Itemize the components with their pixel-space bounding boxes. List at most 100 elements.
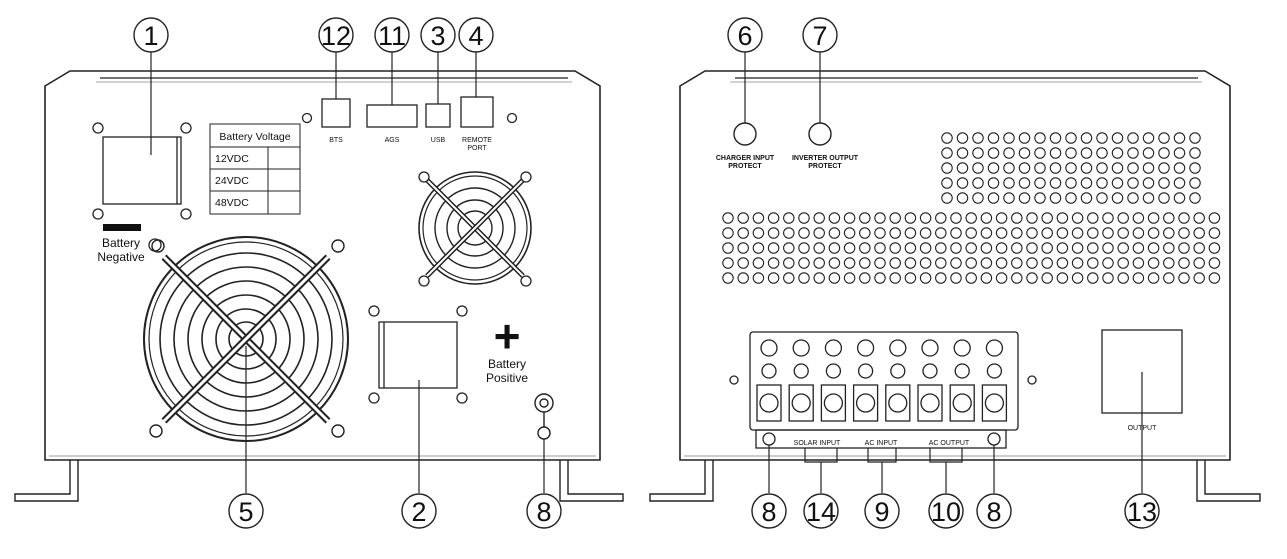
battery-voltage-header: Battery Voltage: [219, 131, 290, 143]
vent-hole: [972, 192, 984, 204]
terminal-block: [729, 331, 1037, 449]
vent-hole: [752, 242, 765, 254]
vent-hole: [1096, 147, 1108, 159]
vent-hole: [813, 242, 825, 254]
battery-negative-label-line1: Battery: [102, 236, 140, 250]
vent-hole: [1026, 212, 1038, 224]
vent-hole: [1080, 177, 1093, 189]
vent-hole: [919, 272, 932, 284]
vent-hole: [1208, 257, 1221, 269]
vent-hole: [941, 177, 953, 189]
vent-hole: [1102, 227, 1114, 239]
vent-hole: [1163, 212, 1175, 224]
svg-text:8: 8: [536, 497, 551, 527]
vent-hole: [1189, 162, 1201, 174]
screw-icon: [301, 112, 313, 124]
vent-hole: [1178, 212, 1190, 224]
vent-hole: [1193, 212, 1205, 224]
vent-hole: [1142, 192, 1155, 204]
battery-voltage-table: [209, 123, 301, 215]
vent-hole: [972, 162, 984, 174]
vent-hole: [1127, 177, 1139, 189]
ground-terminal-icon: [534, 393, 554, 440]
vent-hole: [919, 242, 932, 254]
callout-leaders: [150, 52, 1143, 493]
vent-hole: [1142, 162, 1155, 174]
vent-hole: [1173, 162, 1186, 174]
terminal-slot: [885, 384, 911, 422]
vent-hole: [1041, 242, 1053, 254]
vent-hole: [1034, 192, 1046, 204]
battery-voltage-row-24v: 24VDC: [215, 175, 249, 187]
vent-hole: [956, 147, 969, 159]
vent-hole: [919, 227, 932, 239]
charger-protect-label-line1: CHARGER INPUT: [716, 155, 775, 162]
vent-hole: [972, 132, 984, 144]
terminal-slot: [788, 384, 814, 422]
vent-hole: [1018, 147, 1031, 159]
vent-hole: [941, 192, 953, 204]
vent-hole: [737, 257, 749, 269]
vent-hole: [1173, 177, 1186, 189]
callout-4: 4: [458, 17, 494, 53]
terminal-screw-icon: [922, 363, 938, 379]
svg-text:1: 1: [143, 21, 158, 51]
vent-hole: [1102, 272, 1114, 284]
vent-hole: [1163, 272, 1175, 284]
vent-hole: [813, 227, 825, 239]
vent-hole: [980, 257, 993, 269]
battery-voltage-row-12v: 12VDC: [215, 153, 249, 165]
vent-hole: [935, 227, 947, 239]
vent-hole: [965, 257, 977, 269]
terminal-slot: [820, 384, 847, 422]
vent-hole: [1018, 192, 1031, 204]
vent-hole: [980, 272, 993, 284]
vent-hole: [843, 257, 856, 269]
vent-hole: [1056, 227, 1069, 239]
vent-hole: [1132, 242, 1145, 254]
screw-icon: [506, 112, 518, 124]
vent-hole: [889, 257, 901, 269]
vent-hole: [1147, 212, 1160, 224]
vent-hole: [965, 272, 977, 284]
vent-hole: [828, 257, 841, 269]
vent-hole: [1018, 162, 1031, 174]
vent-hole: [1132, 212, 1145, 224]
vent-hole: [767, 212, 780, 224]
vent-hole: [874, 227, 886, 239]
ground-screw-icon: [762, 432, 776, 446]
vent-hole: [1071, 242, 1084, 254]
callout-11: 11: [374, 17, 410, 53]
vent-hole: [828, 212, 841, 224]
usb-port: [425, 103, 451, 128]
vent-hole: [1102, 212, 1114, 224]
vent-hole: [1049, 132, 1062, 144]
vent-hole: [950, 212, 962, 224]
vent-hole: [950, 227, 962, 239]
vent-hole: [1163, 257, 1175, 269]
vent-hole: [1111, 132, 1124, 144]
vent-hole: [813, 257, 825, 269]
vent-hole: [995, 212, 1008, 224]
terminal-screw-icon: [823, 393, 844, 413]
vent-hole: [1117, 227, 1129, 239]
vent-hole: [1056, 257, 1069, 269]
vent-hole: [1087, 227, 1099, 239]
vent-hole: [1208, 242, 1221, 254]
vent-hole: [752, 272, 765, 284]
vent-hole: [965, 212, 977, 224]
vent-hole: [1018, 132, 1031, 144]
mounting-plate-1: [92, 122, 192, 220]
vent-hole: [1065, 177, 1077, 189]
vent-hole: [783, 257, 795, 269]
svg-text:3: 3: [430, 21, 445, 51]
vent-hole: [783, 227, 795, 239]
terminal-slot: [949, 384, 975, 422]
vent-hole: [767, 242, 780, 254]
bts-port-label: BTS: [329, 137, 343, 144]
ground-screw-icon: [987, 432, 1001, 446]
vent-hole: [904, 212, 917, 224]
vent-hole: [1087, 272, 1099, 284]
svg-text:11: 11: [378, 21, 406, 51]
terminal-screw-icon: [759, 393, 779, 413]
